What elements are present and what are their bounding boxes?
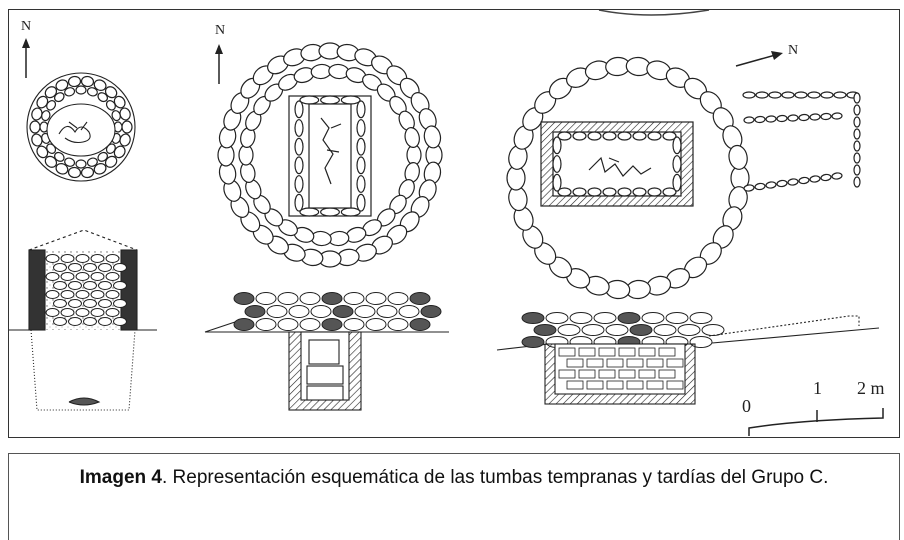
caption-label: Imagen 4	[79, 467, 162, 488]
scale-tick-2: 2 m	[857, 378, 885, 398]
north-arrow-2: N	[215, 23, 225, 84]
tomb-diagram-figure: N N N	[8, 9, 900, 438]
scale-tick-1: 1	[813, 378, 822, 398]
north-arrow-1: N	[21, 19, 31, 78]
tomb1-plan	[26, 72, 136, 182]
tomb3-plan	[506, 56, 861, 300]
caption-paragraph: Imagen 4. Representación esquemática de …	[9, 454, 899, 492]
figure-caption: Imagen 4. Representación esquemática de …	[8, 453, 900, 540]
tomb3-section	[496, 312, 880, 405]
scale-bar: 0 1 2 m	[742, 378, 885, 436]
caption-text: . Representación esquemática de las tumb…	[161, 467, 829, 488]
tomb2-section	[204, 292, 449, 411]
north-label-1: N	[21, 19, 31, 34]
tomb-drawings: N N N	[9, 10, 885, 436]
tomb2-plan	[217, 42, 443, 268]
tomb1-section	[9, 229, 157, 411]
scale-tick-0: 0	[742, 396, 751, 416]
north-label-3: N	[788, 43, 798, 58]
north-label-2: N	[215, 23, 225, 38]
north-arrow-3: N	[735, 43, 798, 67]
